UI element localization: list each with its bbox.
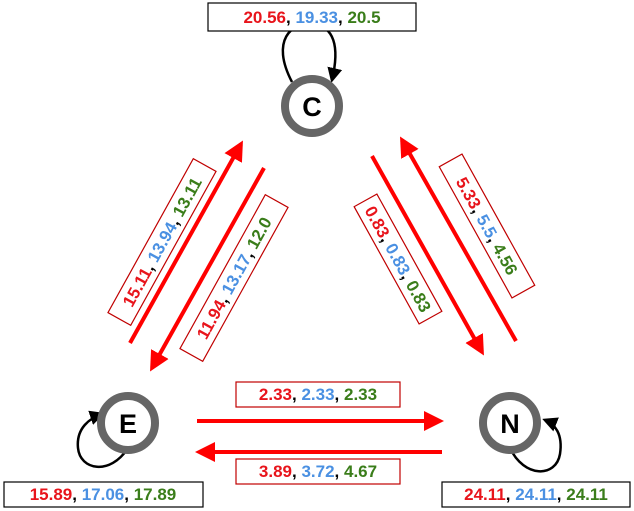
e-self-value-1: 15.89 (30, 485, 73, 504)
e-to-n-value-2: 2.33 (301, 385, 334, 404)
svg-text:15.11, 13.94, 13.11: 15.11, 13.94, 13.11 (119, 174, 206, 310)
c-self-value-1: 20.56 (243, 8, 286, 27)
edge-c-to-e (150, 167, 266, 372)
svg-text:2.33, 2.33, 2.33: 2.33, 2.33, 2.33 (259, 385, 377, 404)
self-loop-c (281, 22, 343, 83)
self-loop-e (76, 410, 130, 468)
label-e-self: 15.89, 17.06, 17.89 (3, 481, 204, 508)
edge-c-to-n (370, 155, 484, 356)
label-c-self: 20.56, 19.33, 20.5 (207, 2, 417, 32)
label-n-self: 24.11, 24.11, 24.11 (441, 481, 631, 508)
n-to-e-value-2: 3.72 (301, 462, 334, 481)
edge-n-to-c (400, 136, 518, 342)
label-n-to-c: 5.33, 5.5, 4.56 (438, 153, 536, 299)
c-self-value-2: 19.33 (295, 8, 338, 27)
n-self-value-1: 24.11 (464, 485, 506, 504)
svg-text:0.83, 0.83, 0.83: 0.83, 0.83, 0.83 (361, 203, 435, 316)
self-loop-n (508, 417, 562, 473)
svg-text:15.89, 17.06, 17.89: 15.89, 17.06, 17.89 (30, 485, 177, 504)
svg-text:5.33, 5.5, 4.56: 5.33, 5.5, 4.56 (452, 174, 521, 278)
edge-e-to-c (128, 140, 243, 344)
node-e-label: E (119, 409, 137, 439)
e-to-n-value-3: 2.33 (344, 385, 377, 404)
n-to-e-value-3: 4.67 (344, 462, 377, 481)
node-c-label: C (302, 92, 322, 122)
e-self-value-2: 17.06 (82, 485, 125, 504)
svg-text:11.94, 13.17, 12.0: 11.94, 13.17, 12.0 (193, 214, 276, 342)
svg-text:20.56, 19.33, 20.5: 20.56, 19.33, 20.5 (243, 8, 380, 27)
label-e-to-n: 2.33, 2.33, 2.33 (235, 381, 401, 408)
svg-text:24.11, 24.11, 24.11: 24.11, 24.11, 24.11 (464, 485, 608, 504)
svg-text:3.89, 3.72, 4.67: 3.89, 3.72, 4.67 (259, 462, 377, 481)
node-e: E (97, 392, 159, 454)
node-n: N (479, 392, 541, 454)
node-c: C (281, 75, 343, 137)
c-self-value-3: 20.5 (347, 8, 380, 27)
n-self-value-3: 24.11 (566, 485, 608, 504)
n-to-e-value-1: 3.89 (259, 462, 292, 481)
node-n-label: N (500, 409, 520, 439)
e-self-value-3: 17.89 (134, 485, 177, 504)
n-self-value-2: 24.11 (515, 485, 557, 504)
label-e-to-c: 15.11, 13.94, 13.11 (107, 157, 217, 327)
label-n-to-e: 3.89, 3.72, 4.67 (235, 458, 401, 485)
e-to-n-value-1: 2.33 (259, 385, 292, 404)
